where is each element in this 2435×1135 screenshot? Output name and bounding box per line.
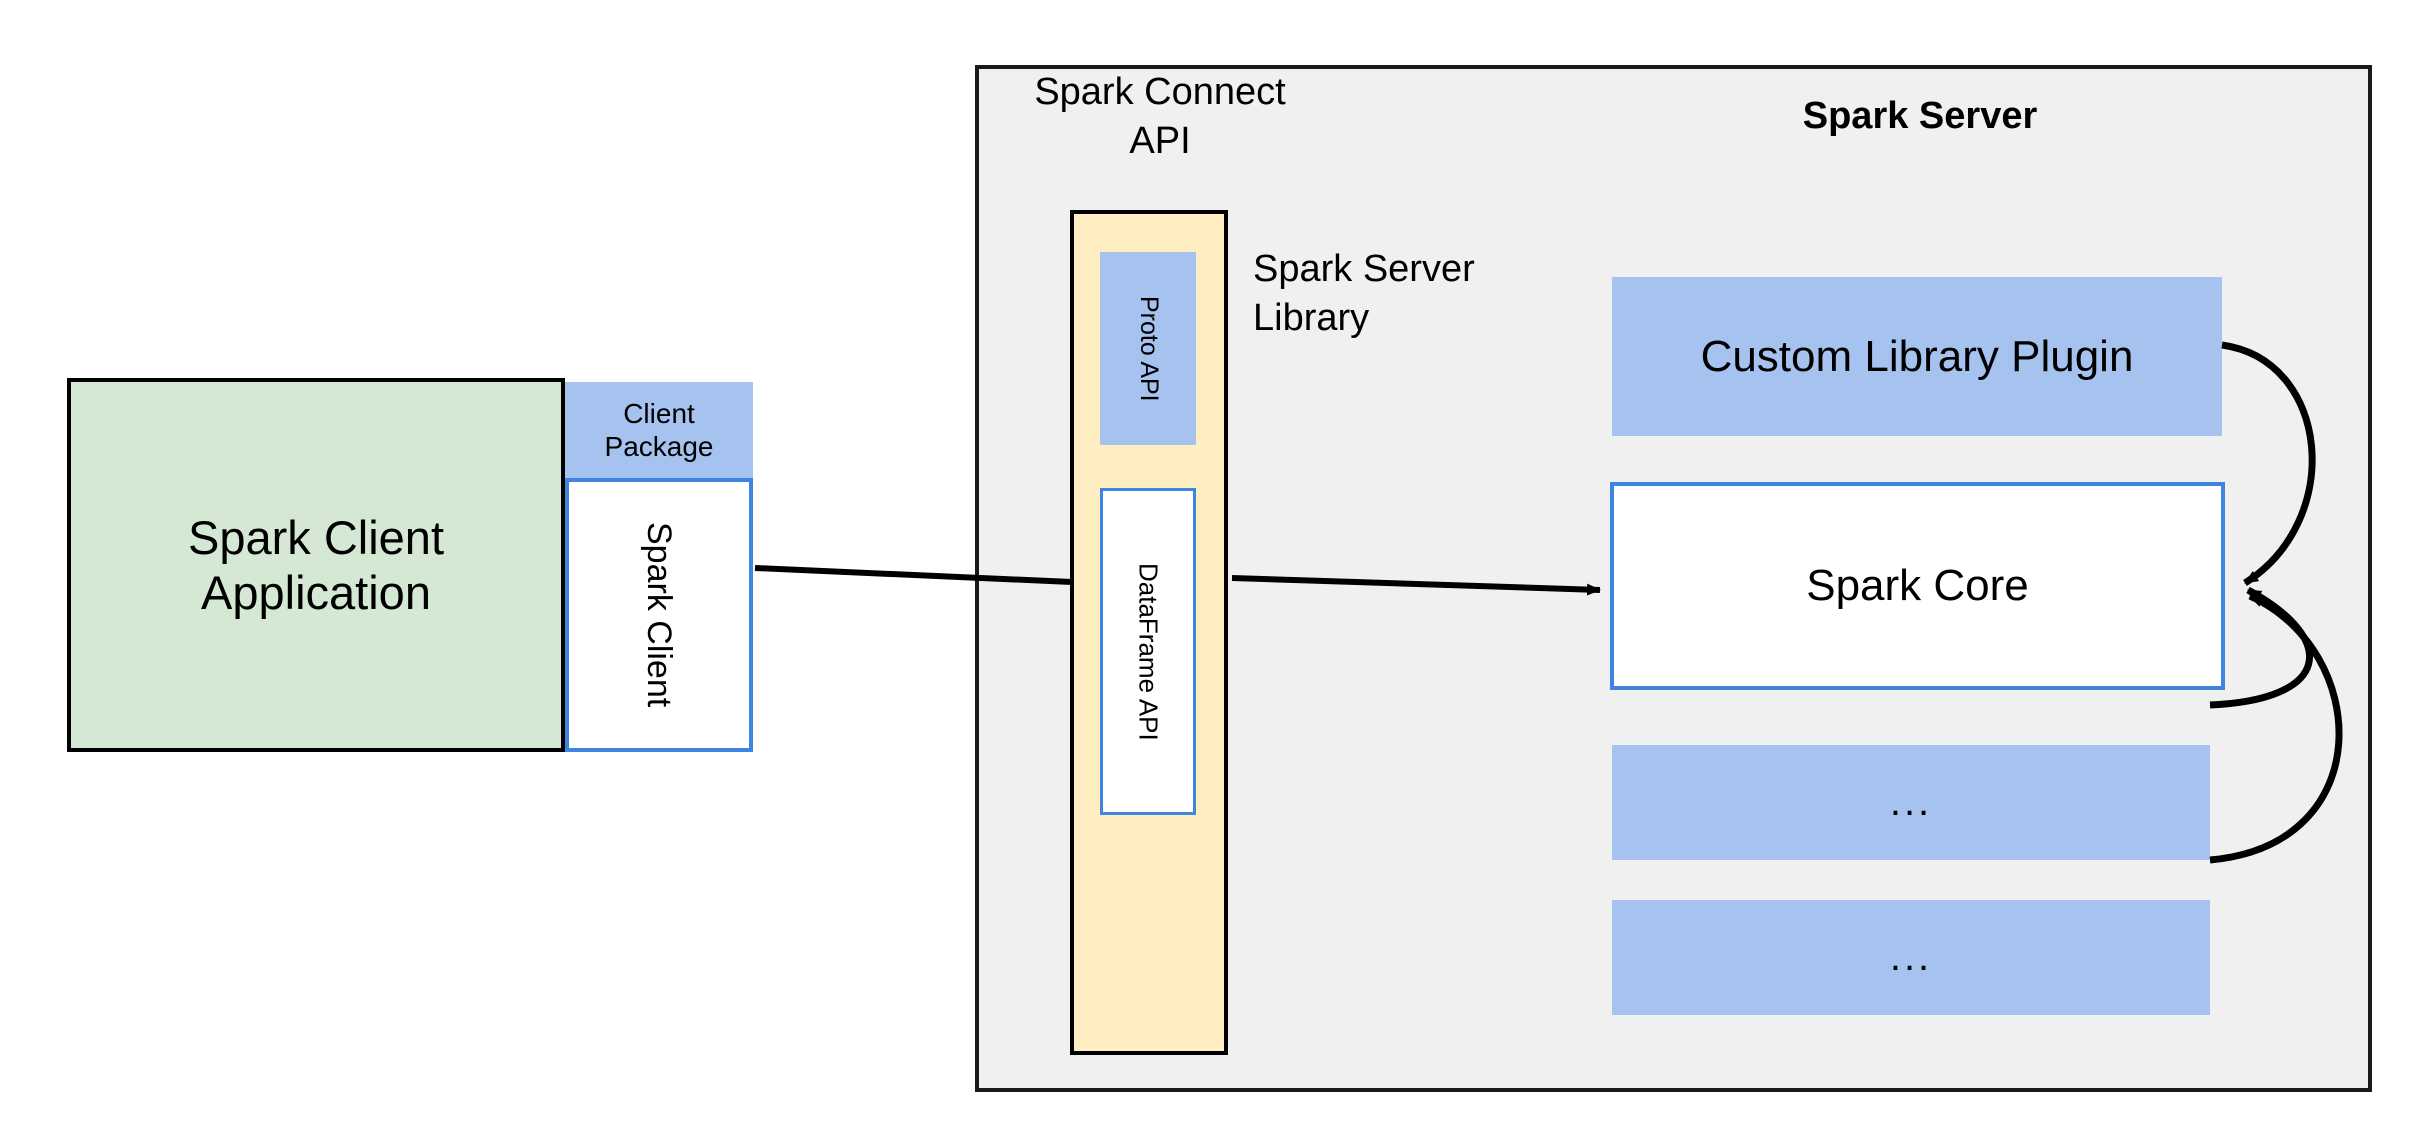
proto-api-label: Proto API <box>1134 295 1163 402</box>
spark-server-library-label: Spark Server Library <box>1253 248 1475 339</box>
ellipsis-box-1-label: ... <box>1889 779 1933 824</box>
spark-server-title: Spark Server <box>1802 95 2038 137</box>
client-package-label: Client Package <box>604 397 714 462</box>
custom-library-plugin-box: Custom Library Plugin <box>1612 277 2222 436</box>
client-package-box: Client Package <box>565 382 753 478</box>
spark-client-application-box: Spark Client Application <box>67 378 565 752</box>
custom-library-plugin-label: Custom Library Plugin <box>1700 331 2134 381</box>
proto-api-box: Proto API <box>1100 252 1196 445</box>
spark-client-application-label: Spark Client Application <box>188 510 444 619</box>
dataframe-api-label: DataFrame API <box>1133 562 1164 741</box>
spark-connect-api-label: Spark Connect API <box>1034 71 1286 162</box>
ellipsis-box-2-label: ... <box>1889 934 1933 979</box>
ellipsis-box-1: ... <box>1612 745 2210 860</box>
spark-client-box: Spark Client <box>565 478 753 752</box>
spark-core-box: Spark Core <box>1610 482 2225 690</box>
spark-client-label: Spark Client <box>640 522 679 708</box>
ellipsis-box-2: ... <box>1612 900 2210 1015</box>
spark-core-label: Spark Core <box>1806 561 2029 611</box>
dataframe-api-box: DataFrame API <box>1100 488 1196 815</box>
